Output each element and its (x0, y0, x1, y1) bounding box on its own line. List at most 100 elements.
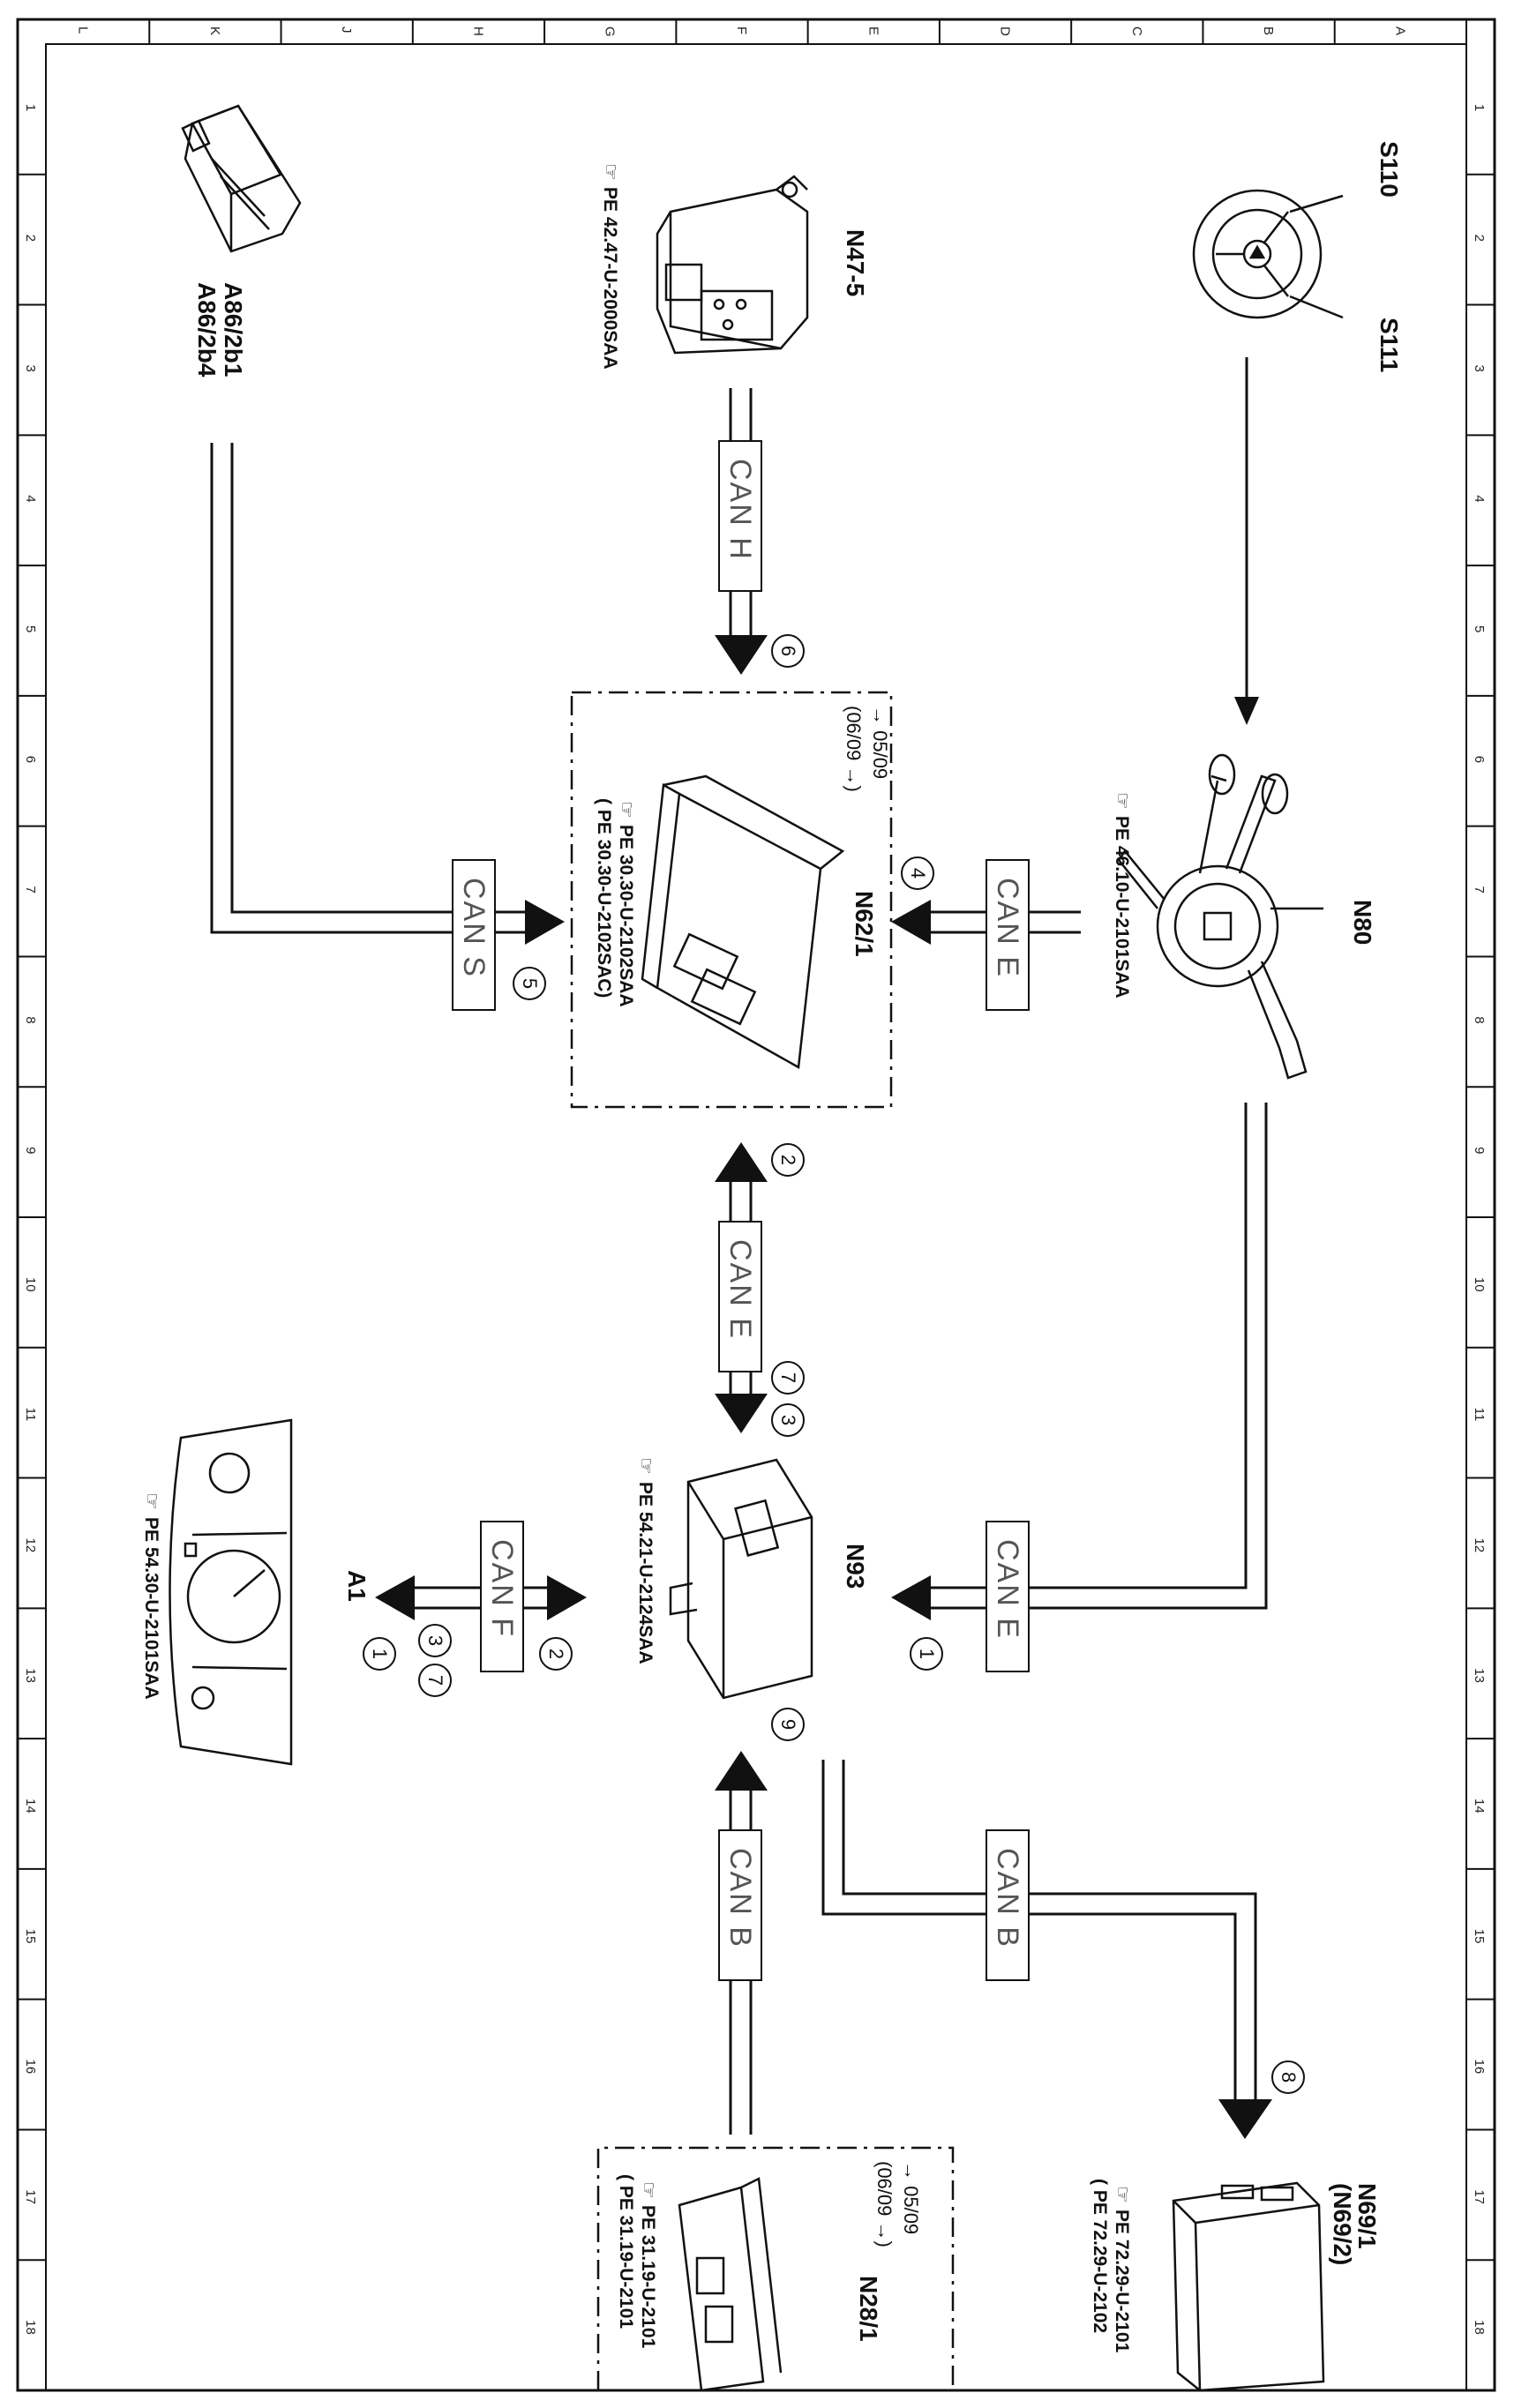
frame-column-letter: E (866, 26, 881, 35)
arrow-can-e-mid-up (715, 1142, 768, 1182)
marker-number: 8 (1278, 2072, 1300, 2083)
arrow-can-f-right (547, 1575, 587, 1620)
n47-ref-icon: ☞ (600, 163, 622, 181)
n62-reference-1: PE 30.30-U-2102SAA (616, 825, 636, 1007)
marker-circle (771, 1403, 805, 1437)
frame-row-number: 9 (23, 1147, 38, 1154)
n69-ref-icon: ☞ (1112, 2186, 1134, 2203)
frame-row-number: 5 (1472, 625, 1487, 632)
marker-number: 6 (777, 646, 799, 656)
frame-row-number: 5 (23, 625, 38, 632)
arrow-can-f-left (375, 1575, 415, 1620)
frame-row-number: 2 (23, 235, 38, 242)
n28-outline-box (596, 2146, 955, 2390)
frame-row-number: 12 (1472, 1537, 1487, 1552)
marker-circle (418, 1664, 452, 1697)
can-b-right-label-box (986, 1829, 1030, 1981)
frame-column-letter: F (734, 26, 749, 34)
frame-column-letter: H (470, 26, 485, 36)
n47-label: N47-5 (842, 229, 869, 296)
n62-ref-icon-1: ☞ (616, 801, 638, 819)
marker-number: 3 (777, 1415, 799, 1425)
a86-label-1: A86/2b1 (220, 282, 247, 377)
frame-row-number: 18 (23, 2320, 38, 2335)
arrow-can-s-right (525, 900, 565, 945)
n80-column-module-icon (1117, 753, 1323, 1080)
arrow-can-b-right-down (1218, 2099, 1272, 2139)
a1-label: A1 (343, 1570, 371, 1602)
n93-label: N93 (842, 1544, 869, 1589)
can-b-right-label: CAN B (991, 1848, 1024, 1948)
n62-outline-box (570, 691, 893, 1109)
frame-row-number: 17 (23, 2189, 38, 2204)
frame-row-number: 13 (23, 1668, 38, 1683)
marker-number: 3 (424, 1635, 446, 1646)
bus-labels: CAN H CAN S CAN E CAN E CAN E CAN F CAN … (457, 459, 1024, 1948)
frame-row-number: 6 (1472, 756, 1487, 763)
n80-reference: PE 46.10-U-2101SAA (1112, 816, 1132, 998)
frame-row-number: 4 (23, 495, 38, 502)
wire-can-b-right (821, 1760, 1257, 2099)
frame-row-number: 14 (1472, 1799, 1487, 1813)
frame-row-number: 4 (1472, 495, 1487, 502)
frame-row-number: 1 (1472, 104, 1487, 111)
marker-circle (539, 1637, 573, 1671)
frame-row-number: 15 (1472, 1929, 1487, 1944)
frame-column-letter: K (207, 26, 222, 35)
can-b-left-label: CAN B (723, 1848, 757, 1948)
arrow-can-e-top-left (891, 900, 931, 945)
marker-number: 4 (907, 868, 929, 879)
wire-can-s (210, 443, 525, 934)
s110-label: S110 (1375, 141, 1403, 198)
component-labels: S110 S111 N47-5 PE 42.47-U-2000SAA ☞ A86… (141, 141, 1403, 2353)
n62-date-1: → 05/09 (869, 706, 891, 779)
esp-unit-icon (656, 175, 809, 355)
steering-wheel-icon (1192, 189, 1344, 319)
n69-reference-2: ( PE 72.29-U-2102 (1090, 2179, 1110, 2333)
n47-reference: PE 42.47-U-2000SAA (600, 187, 620, 370)
n28-date-2: (06/09 →) (873, 2161, 896, 2247)
marker-number: 2 (545, 1649, 567, 1659)
frame-row-number: 10 (23, 1277, 38, 1292)
marker-number: 1 (369, 1649, 391, 1659)
n93-module-icon (669, 1458, 813, 1700)
n28-reference-1: PE 31.19-U-2101 (638, 2205, 658, 2349)
frame-row-number: 11 (1472, 1408, 1487, 1422)
marker-circle (901, 856, 934, 890)
arrow-can-b-left-up (715, 1751, 768, 1791)
frame-row-number: 13 (1472, 1668, 1487, 1683)
arrow-can-e-mid-down (715, 1394, 768, 1433)
component-drawings (169, 104, 1344, 2392)
bus-label-boxes (452, 440, 1030, 1981)
n93-reference: PE 54.21-U-2124SAA (635, 1482, 656, 1664)
marker-number: 9 (777, 1719, 799, 1730)
can-e-top-label: CAN E (991, 878, 1024, 978)
frame-row-number: 15 (23, 1929, 38, 1944)
n28-reference-2: ( PE 31.19-U-2101 (616, 2174, 636, 2329)
marker-circle (1271, 2060, 1305, 2094)
marker-number: 2 (777, 1155, 799, 1165)
frame-row-number: 7 (23, 886, 38, 894)
can-h-label-box (718, 440, 762, 592)
module-outline-boxes (570, 691, 955, 2390)
can-e-low-label-box (986, 1521, 1030, 1672)
frame-row-number: 16 (23, 2060, 38, 2075)
frame-row-number: 9 (1472, 1147, 1487, 1154)
frame-row-number: 14 (23, 1799, 38, 1813)
can-s-label-box (452, 859, 496, 1011)
marker-number: 5 (519, 978, 541, 989)
a86-module-icon (181, 104, 302, 253)
frame-row-number: 1 (23, 104, 38, 111)
frame-column-letter: G (603, 26, 618, 37)
marker-circle (771, 634, 805, 668)
can-e-mid-label: CAN E (723, 1239, 757, 1340)
frame-row-number: 2 (1472, 235, 1487, 242)
n69-label-2: (N69/2) (1329, 2183, 1356, 2265)
signal-arrows (375, 635, 1272, 2139)
frame-row-number: 7 (1472, 886, 1487, 894)
n62-label: N62/1 (851, 891, 878, 957)
frame-column-letter: D (998, 26, 1013, 36)
n93-ref-icon: ☞ (635, 1457, 657, 1475)
wire-can-e-low (931, 1103, 1268, 1610)
